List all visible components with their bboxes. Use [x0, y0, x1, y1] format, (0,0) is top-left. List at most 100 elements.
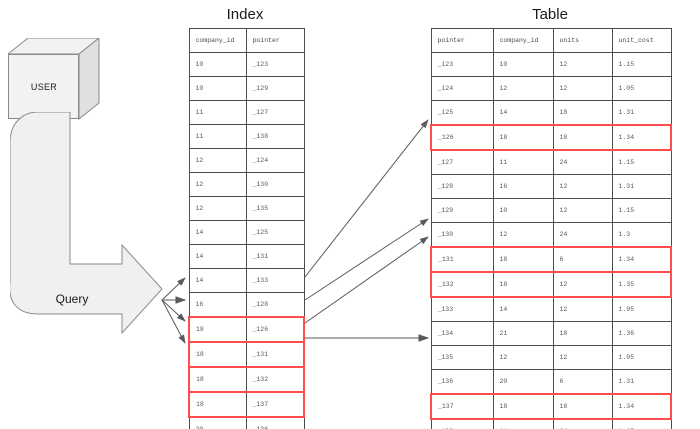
index-cell-pointer: _131 [245, 341, 305, 368]
table-cell-units: 24 [552, 418, 613, 429]
index-cell-company-id: 12 [188, 196, 247, 221]
table-cell-unit-cost: 1.34 [611, 124, 672, 151]
table-cell-units: 12 [552, 345, 613, 370]
table-cell-unit-cost: 1.05 [611, 345, 672, 370]
index-cell-pointer: _135 [245, 196, 305, 221]
table-cell-units: 18 [552, 321, 613, 346]
index-cell-pointer: _137 [245, 391, 305, 418]
table-cell-company-id: 11 [492, 418, 554, 429]
table-cell-pointer: _131 [430, 246, 494, 273]
index-row: 14_125 [188, 220, 305, 245]
table-cell-company-id: 12 [492, 345, 554, 370]
index-header-company-id: company_id [188, 28, 247, 53]
index-cell-pointer: _124 [245, 148, 305, 173]
index-cell-pointer: _129 [245, 76, 305, 101]
table-cell-units: 12 [552, 271, 613, 298]
table-cell-pointer: _124 [430, 76, 494, 101]
index-row: 11_127 [188, 100, 305, 125]
table-cell-unit-cost: 1.15 [611, 198, 672, 223]
index-cell-pointer: _130 [245, 172, 305, 197]
table-cell-pointer: _127 [430, 149, 494, 175]
index-row: 12_135 [188, 196, 305, 221]
table-cell-units: 24 [552, 149, 613, 175]
index-row: 18_131 [188, 341, 305, 368]
index-cell-company-id: 14 [188, 220, 247, 245]
table-header-pointer: pointer [430, 28, 494, 53]
table-cell-company-id: 20 [492, 369, 554, 395]
table-cell-unit-cost: 1.35 [611, 271, 672, 298]
index-cell-company-id: 20 [188, 416, 247, 429]
query-arrow-shape [9, 111, 163, 335]
index-cell-pointer: _138 [245, 124, 305, 149]
index-cell-company-id: 12 [188, 172, 247, 197]
table-cell-company-id: 18 [492, 124, 554, 151]
table-cell-units: 18 [552, 100, 613, 126]
user-label: USER [30, 81, 58, 92]
table-cell-units: 18 [552, 124, 613, 151]
table-cell-units: 6 [552, 369, 613, 395]
index-header-row: company_id pointer [188, 28, 305, 53]
table-row: _13811241.15 [430, 418, 672, 429]
table-header-unit-cost: unit_cost [611, 28, 672, 53]
index-title: Index [226, 6, 264, 23]
table-cell-company-id: 14 [492, 296, 554, 322]
table-cell-units: 12 [552, 174, 613, 199]
table-cell-company-id: 10 [492, 52, 554, 77]
index-cell-pointer: _126 [245, 316, 305, 343]
table-cell-units: 12 [552, 76, 613, 101]
table-cell-unit-cost: 1.31 [611, 369, 672, 395]
index-row: 10_123 [188, 52, 305, 77]
table-cell-units: 12 [552, 198, 613, 223]
table-cell-units: 18 [552, 393, 613, 420]
table-cell-company-id: 11 [492, 149, 554, 175]
table-cell-company-id: 18 [492, 246, 554, 273]
table-cell-pointer: _125 [430, 100, 494, 126]
table-cell-pointer: _136 [430, 369, 494, 395]
table-cell-pointer: _132 [430, 271, 494, 298]
table-cell-unit-cost: 1.34 [611, 393, 672, 420]
table-cell-pointer: _126 [430, 124, 494, 151]
table-cell-unit-cost: 1.05 [611, 76, 672, 101]
table-cell-company-id: 12 [492, 76, 554, 101]
index-cell-company-id: 16 [188, 292, 247, 318]
table-cell-units: 12 [552, 52, 613, 77]
index-row: 14_131 [188, 244, 305, 269]
index-cell-company-id: 11 [188, 124, 247, 149]
table-header-row: pointer company_id units unit_cost [430, 28, 672, 53]
index-cell-company-id: 18 [188, 366, 247, 393]
table-cell-company-id: 10 [492, 198, 554, 223]
table-cell-units: 6 [552, 246, 613, 273]
index-row: 12_124 [188, 148, 305, 173]
table-cell-units: 12 [552, 296, 613, 322]
index-cell-company-id: 12 [188, 148, 247, 173]
query-arrow [9, 111, 190, 347]
index-row: 16_128 [188, 292, 305, 318]
index-cell-company-id: 10 [188, 76, 247, 101]
table-title: Table [532, 6, 568, 23]
table-cell-pointer: _130 [430, 222, 494, 248]
table-cell-pointer: _133 [430, 296, 494, 322]
user-node: USER [8, 38, 100, 120]
table-cell-company-id: 14 [492, 100, 554, 126]
index-cell-company-id: 11 [188, 100, 247, 125]
table-cell-pointer: _128 [430, 174, 494, 199]
index-row: 20_136 [188, 416, 305, 429]
table-cell-unit-cost: 1.3 [611, 222, 672, 248]
table-cell-unit-cost: 1.15 [611, 418, 672, 429]
table-cell-unit-cost: 1.15 [611, 52, 672, 77]
table-cell-pointer: _137 [430, 393, 494, 420]
index-cell-pointer: _133 [245, 268, 305, 293]
table-cell-unit-cost: 1.36 [611, 321, 672, 346]
